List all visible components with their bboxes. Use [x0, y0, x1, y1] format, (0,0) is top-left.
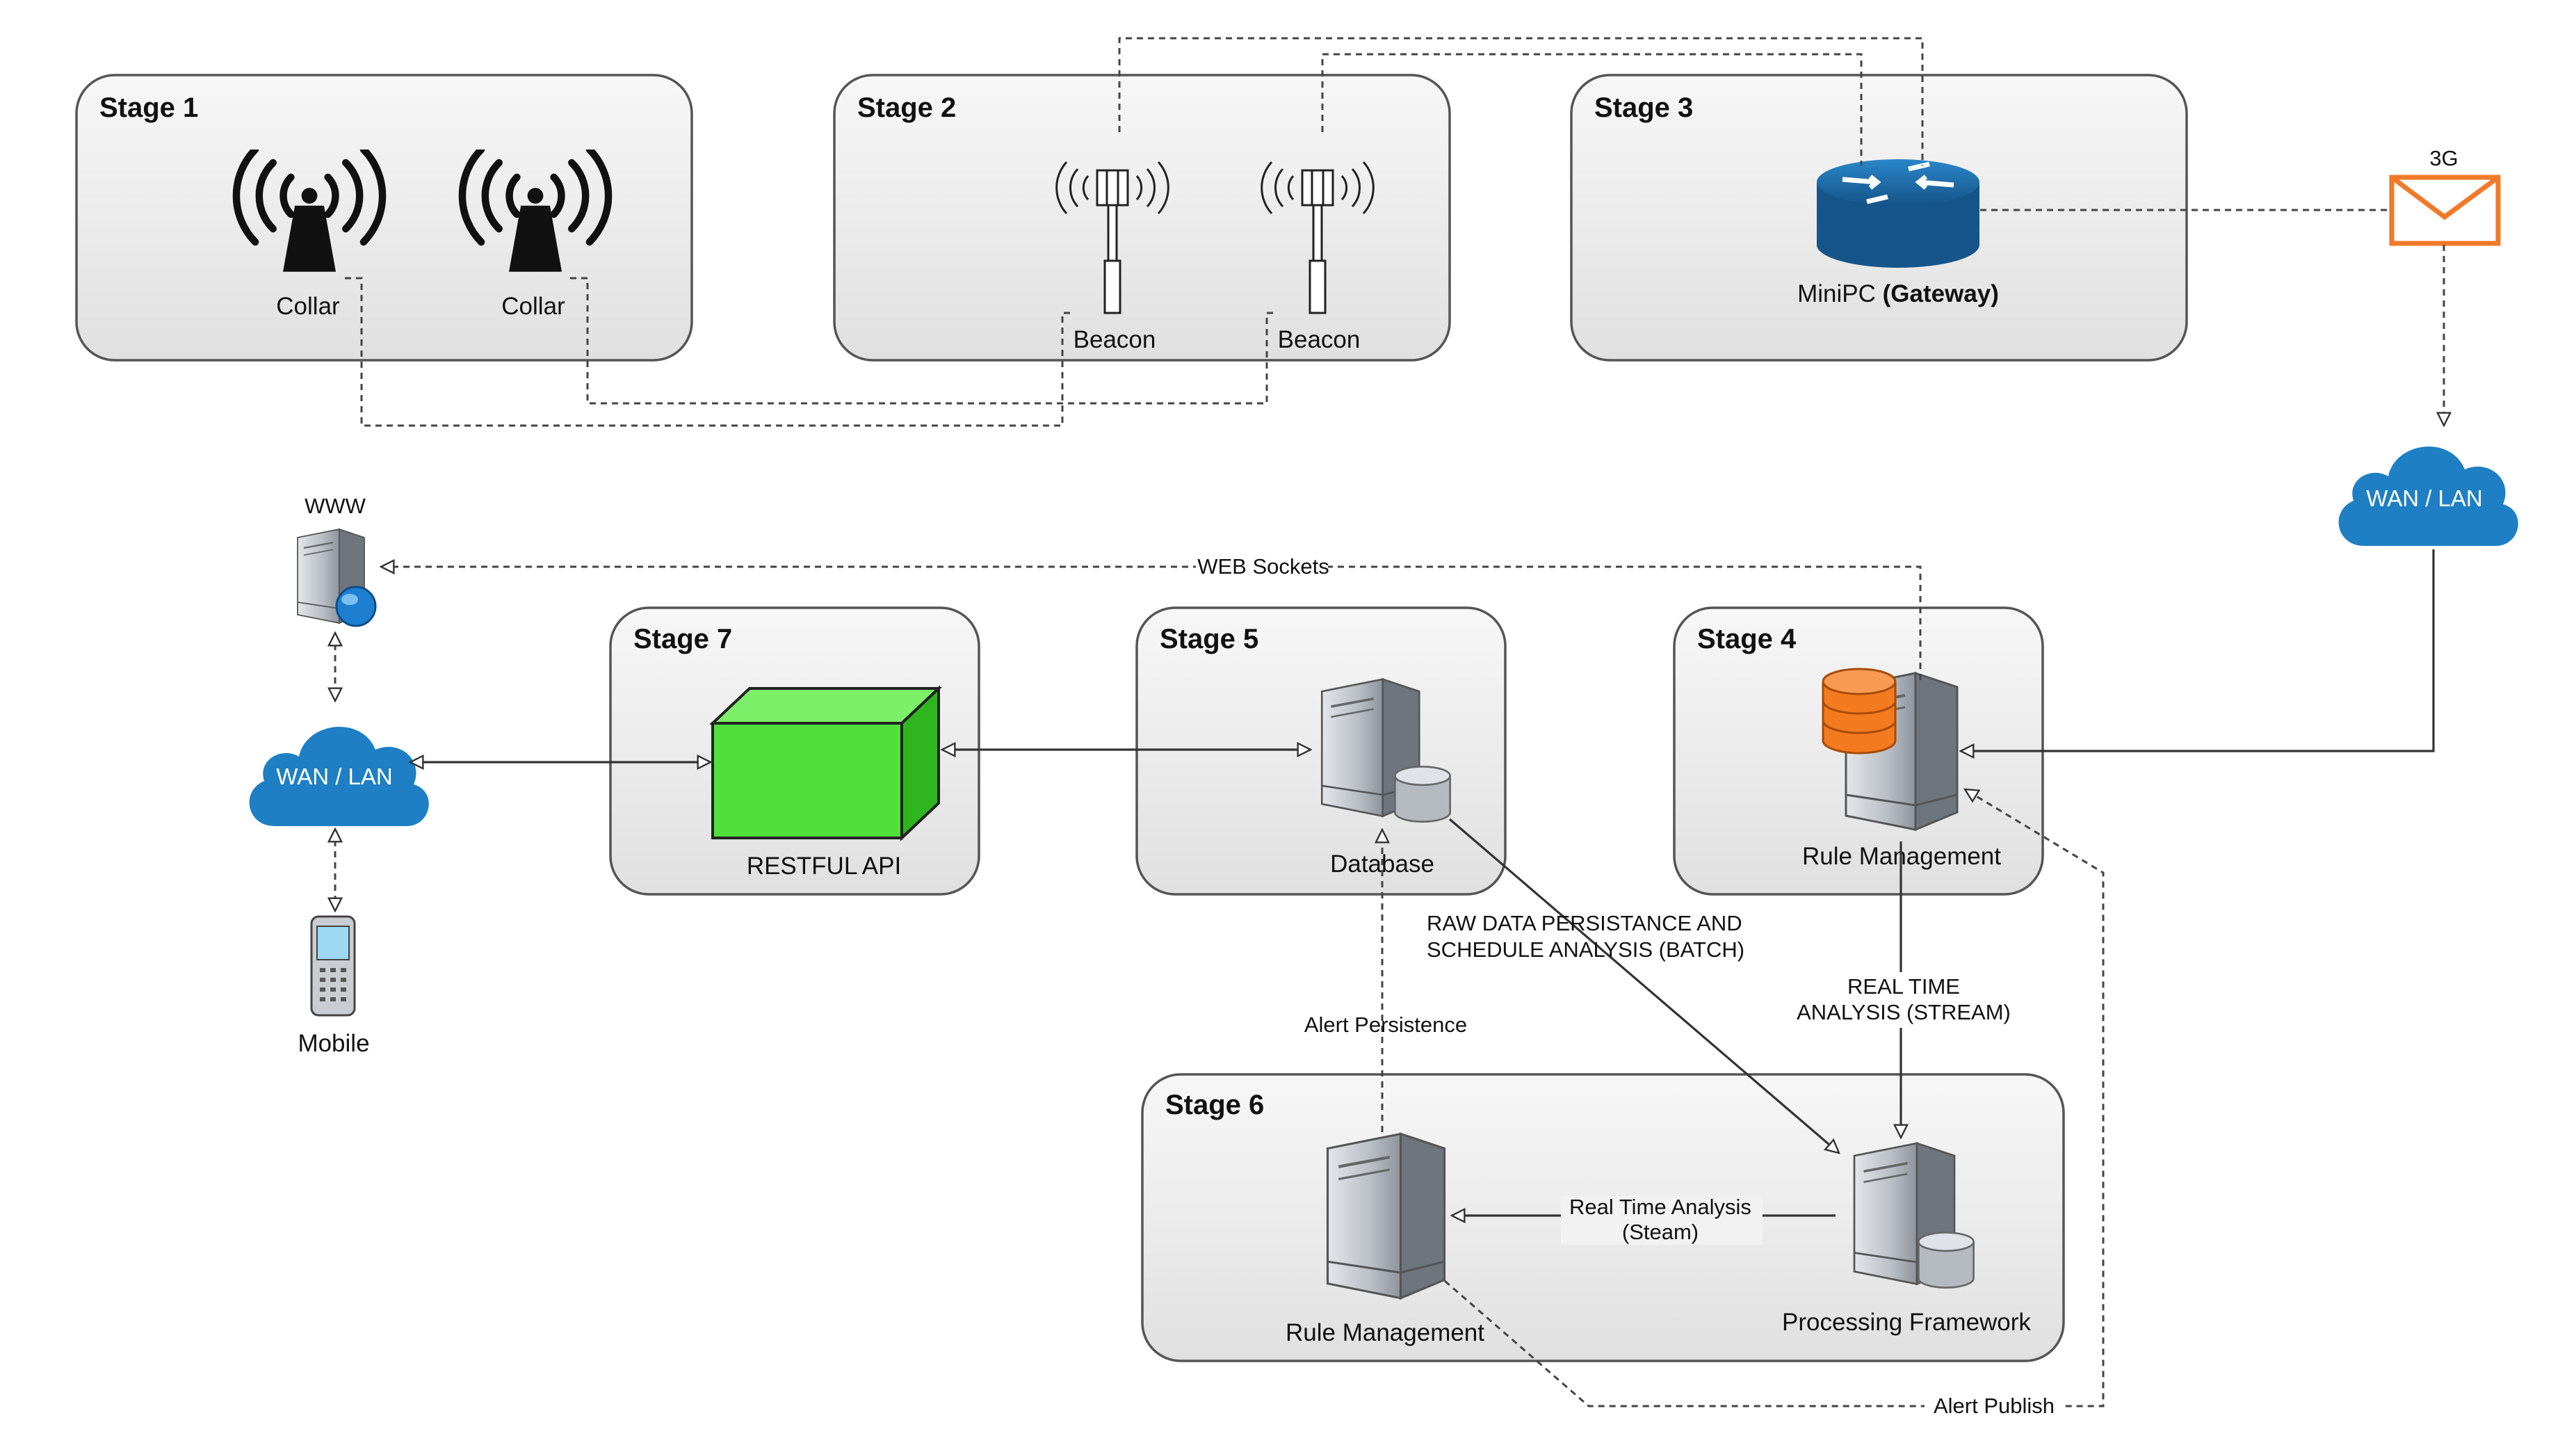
beacon-gateway-link: [1321, 53, 1863, 166]
www-node: WWW: [296, 494, 377, 627]
disk-icon: [1917, 1231, 1975, 1289]
stream-analysis-label: REAL TIME: [1847, 974, 1960, 999]
batch-analysis-label: RAW DATA PERSISTANCE AND: [1427, 911, 1742, 935]
mobile-label: Mobile: [298, 1030, 369, 1057]
realtime-steam-label: (Steam): [1622, 1220, 1699, 1244]
wan-lan-label: WAN / LAN: [276, 764, 392, 789]
globe-icon: [335, 586, 377, 627]
connectors: [335, 37, 2444, 1407]
beacon-gateway-link: [1118, 37, 1924, 166]
wan-lan-right: WAN / LAN: [2338, 446, 2518, 546]
stage-1: Stage 1 Collar Collar: [75, 74, 693, 362]
wan-stage4-link: [1961, 549, 2435, 751]
wan-lan-label: WAN / LAN: [2366, 485, 2482, 511]
server-icon: [1328, 1134, 1445, 1298]
alert-publish-link: [1444, 789, 2105, 1407]
collar-label: Collar: [501, 293, 565, 320]
stage-2: Stage 2 Beacon Beacon: [833, 74, 1451, 362]
batch-analysis-link: [1448, 818, 1839, 1153]
beacon-label: Beacon: [1074, 326, 1156, 353]
connector-labels: WEB Sockets RAW DATA PERSISTANCE AND SCH…: [1196, 553, 2062, 1419]
stage-6-title: Stage 6: [1165, 1090, 1264, 1120]
router-icon: [1817, 159, 1979, 268]
stage-2-title: Stage 2: [857, 92, 956, 123]
collar-beacon-link: [570, 277, 1276, 405]
websockets-link: [381, 567, 1922, 680]
stage-5: Stage 5 Database: [1135, 606, 1507, 896]
rule-management-label: Rule Management: [1286, 1319, 1484, 1346]
stage-1-title: Stage 1: [99, 92, 198, 123]
alert-publish-label: Alert Publish: [1934, 1394, 2055, 1418]
threeg-label: 3G: [2429, 146, 2458, 170]
disk-icon: [1393, 765, 1452, 823]
websockets-label: WEB Sockets: [1197, 554, 1329, 579]
stage-3: Stage 3 MiniPC (Gateway): [1570, 74, 2188, 362]
gateway-label: MiniPC (Gateway): [1797, 280, 1999, 307]
envelope-icon: [2389, 175, 2501, 246]
api-box-icon: [708, 685, 943, 841]
collar-beacon-link: [345, 277, 1071, 427]
stage-7: Stage 7 RESTFUL API: [609, 606, 980, 896]
processing-framework-label: Processing Framework: [1782, 1309, 2031, 1336]
restful-api-label: RESTFUL API: [747, 853, 901, 880]
batch-analysis-label: SCHEDULE ANALYSIS (BATCH): [1427, 937, 1744, 962]
collar-label: Collar: [276, 293, 340, 320]
mobile-node: Mobile: [298, 915, 370, 1057]
database-stack-icon: [1822, 668, 1897, 755]
beacon-label: Beacon: [1278, 326, 1361, 353]
alert-persistence-label: Alert Persistence: [1304, 1013, 1467, 1037]
wan-lan-left: WAN / LAN: [249, 727, 429, 826]
stage-7-title: Stage 7: [633, 624, 732, 654]
mobile-phone-icon: [310, 915, 356, 1017]
realtime-steam-label: Real Time Analysis: [1569, 1195, 1751, 1219]
www-label: WWW: [305, 494, 366, 518]
stream-analysis-label: ANALYSIS (STREAM): [1797, 1000, 2011, 1024]
stage-4-title: Stage 4: [1697, 624, 1797, 654]
threeg-node: 3G: [2389, 146, 2501, 246]
stage-3-title: Stage 3: [1594, 92, 1693, 123]
stage-5-title: Stage 5: [1160, 624, 1258, 654]
